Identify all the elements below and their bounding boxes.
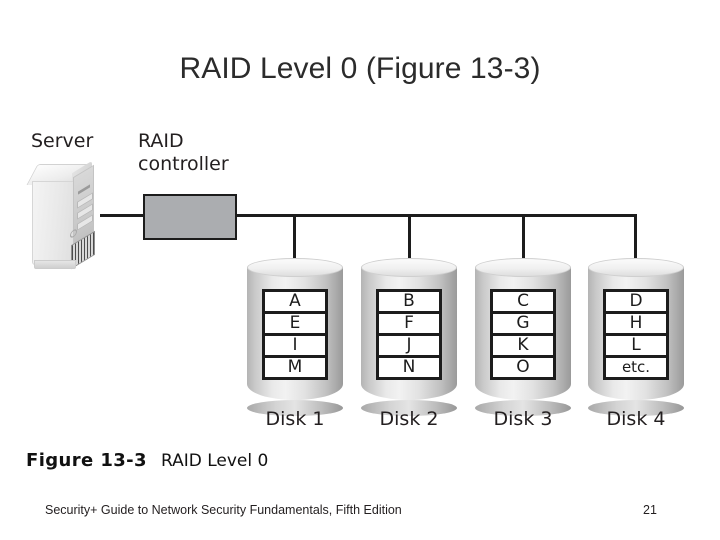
disk-stripe-cell: N (402, 357, 416, 377)
server-base (34, 260, 76, 269)
figure-caption: Figure 13-3 RAID Level 0 (26, 450, 268, 471)
disk-cylinder-top (247, 258, 343, 277)
disk-cylinder-bottom (475, 400, 571, 416)
disk-cylinder-top (475, 258, 571, 277)
raid-controller-label: RAID controller (138, 130, 229, 176)
disk-stripe-cell: etc. (621, 358, 651, 376)
disk-cylinder-bottom (588, 400, 684, 416)
disk-3: C G K O Disk 3 (475, 258, 571, 430)
disk-stripe-cell: J (379, 336, 439, 358)
disk-stripe-cell: H (606, 314, 666, 336)
wire-drop-disk-1 (293, 214, 296, 265)
disk-stripe-table: D H L etc. (603, 289, 669, 380)
server-tower-icon (26, 160, 110, 274)
disk-stripe-cell: E (265, 314, 325, 336)
disk-caption: Disk 2 (379, 408, 439, 430)
disk-cylinder-bottom (247, 400, 343, 416)
disk-2: B F J N Disk 2 (361, 258, 457, 430)
disk-caption: Disk 3 (493, 408, 553, 430)
server-front-panel (32, 181, 76, 265)
disk-stripe-cell: K (493, 336, 553, 358)
disk-caption: Disk 4 (606, 408, 666, 430)
figure-caption-number: Figure 13-3 (26, 450, 147, 471)
page-title: RAID Level 0 (Figure 13-3) (179, 52, 541, 85)
server-label: Server (31, 130, 94, 152)
footer-page-number: 21 (643, 503, 657, 517)
wire-server-to-controller (100, 214, 145, 217)
disk-stripe-table: B F J N (376, 289, 442, 380)
disk-stripe-cell: F (379, 314, 439, 336)
footer-source-text: Security+ Guide to Network Security Fund… (45, 503, 402, 517)
disk-stripe-cell: I (265, 336, 325, 358)
wire-controller-bus (236, 214, 637, 217)
raid-controller-label-line2: controller (138, 153, 229, 175)
wire-drop-disk-4 (634, 214, 637, 265)
disk-stripe-table: A E I M (262, 289, 328, 380)
raid-diagram: Server RAID controller A E I M (0, 118, 720, 488)
disk-4: D H L etc. Disk 4 (588, 258, 684, 430)
wire-drop-disk-3 (522, 214, 525, 265)
disk-stripe-cell: O (516, 357, 530, 377)
raid-controller-label-line1: RAID (138, 130, 184, 152)
raid-controller-box (143, 194, 237, 240)
disk-stripe-table: C G K O (490, 289, 556, 380)
disk-stripe-cell: C (493, 292, 553, 314)
disk-1: A E I M Disk 1 (247, 258, 343, 430)
disk-stripe-cell: L (606, 336, 666, 358)
disk-stripe-cell: G (493, 314, 553, 336)
disk-cylinder-top (588, 258, 684, 277)
disk-cylinder-bottom (361, 400, 457, 416)
figure-caption-text: RAID Level 0 (160, 451, 269, 471)
disk-stripe-cell: A (265, 292, 325, 314)
disk-caption: Disk 1 (265, 408, 325, 430)
disk-cylinder-top (361, 258, 457, 277)
disk-stripe-cell: B (379, 292, 439, 314)
disk-stripe-cell: M (287, 357, 303, 377)
wire-drop-disk-2 (408, 214, 411, 265)
disk-stripe-cell: D (606, 292, 666, 314)
